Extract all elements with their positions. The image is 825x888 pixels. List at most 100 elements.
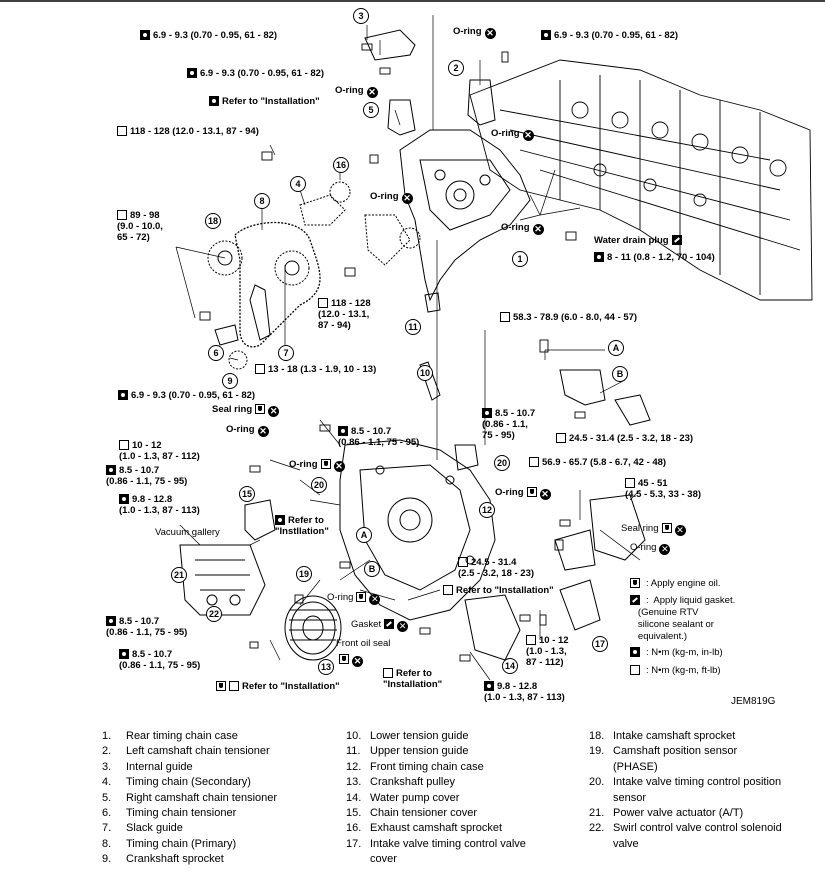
primary-chain-drawing bbox=[234, 221, 321, 348]
torque-label: 8.5 - 10.7 (0.86 - 1.1, 75 - 95) bbox=[119, 649, 200, 671]
refer-label: Refer to "Installation" bbox=[209, 96, 320, 107]
callout-9: 9 bbox=[222, 373, 238, 389]
torque-value: 58.3 - 78.9 (6.0 - 8.0, 44 - 57) bbox=[513, 312, 638, 323]
refer-label: Refer to "Instllation" bbox=[275, 515, 329, 537]
oil-seal-icons: ✕ bbox=[336, 654, 363, 667]
front-oil-seal-label: Front oil seal bbox=[336, 638, 390, 649]
parts-list-item: 10.Lower tension guide bbox=[346, 729, 526, 744]
torque-value: 10 - 12 (1.0 - 1.3, 87 - 112) bbox=[526, 635, 569, 668]
part-name: Crankshaft pulley bbox=[370, 776, 455, 789]
seal-ring-text: Seal ring bbox=[621, 523, 659, 534]
part-name: Slack guide bbox=[126, 822, 183, 835]
parts-list-item: 14.Water pump cover bbox=[346, 791, 526, 806]
oring-text: O-ring bbox=[327, 592, 354, 603]
callout-20b: 20 bbox=[311, 477, 327, 493]
part-number: 2. bbox=[102, 745, 112, 758]
torque-icon bbox=[106, 465, 116, 475]
water-drain-label: Water drain plug bbox=[594, 235, 682, 246]
torque-icon bbox=[630, 647, 640, 657]
chain-tensioner-cover-drawing bbox=[244, 499, 276, 541]
torque-label: 56.9 - 65.7 (5.8 - 6.7, 42 - 48) bbox=[529, 457, 666, 468]
torque-label: 6.9 - 9.3 (0.70 - 0.95, 61 - 82) bbox=[140, 30, 277, 41]
torque-value: 8.5 - 10.7 (0.86 - 1.1, 75 - 95) bbox=[482, 408, 536, 441]
callout-16: 16 bbox=[333, 157, 349, 173]
engine-oil-icon bbox=[356, 592, 367, 602]
replace-icon: ✕ bbox=[401, 193, 413, 204]
bolt-drawings bbox=[199, 43, 586, 662]
torque-label: 24.5 - 31.4 (2.5 - 3.2, 18 - 23) bbox=[556, 433, 693, 444]
legend-text: : N•m (kg-m, ft-lb) bbox=[646, 665, 721, 676]
torque-label: 13 - 18 (1.3 - 1.9, 10 - 13) bbox=[255, 364, 376, 375]
internal-guide-drawing bbox=[364, 29, 416, 61]
replace-icon: ✕ bbox=[397, 621, 409, 632]
oring-label: O-ring✕ bbox=[453, 26, 496, 39]
part-number: 1. bbox=[102, 730, 112, 742]
parts-list-item: 12.Front timing chain case bbox=[346, 760, 526, 775]
torque-icon bbox=[625, 478, 635, 488]
oring-label: O-ring ✕ bbox=[327, 592, 381, 605]
torque-icon bbox=[318, 298, 328, 308]
part-number: 4. bbox=[102, 776, 112, 789]
engine-oil-icon bbox=[320, 459, 331, 469]
torque-value: 24.5 - 31.4 (2.5 - 3.2, 18 - 23) bbox=[569, 433, 694, 444]
water-drain-text: Water drain plug bbox=[594, 235, 669, 246]
callout-A-top: A bbox=[608, 340, 624, 356]
callout-A-bottom: A bbox=[356, 527, 372, 543]
torque-label: 8.5 - 10.7 (0.86 - 1.1, 75 - 95) bbox=[106, 465, 187, 487]
legend-text: : Apply liquid gasket. (Genuine RTV sili… bbox=[637, 595, 736, 642]
torque-icon bbox=[541, 30, 551, 40]
part-number: 9. bbox=[102, 853, 112, 866]
part-number: 19. bbox=[589, 745, 605, 758]
symbol-legend: : Apply engine oil. : Apply liquid gaske… bbox=[630, 578, 735, 679]
figure-code: JEM819G bbox=[731, 696, 776, 707]
torque-label: 89 - 98 (9.0 - 10.0, 65 - 72) bbox=[117, 210, 163, 243]
replace-icon: ✕ bbox=[484, 28, 496, 39]
torque-icon bbox=[255, 364, 265, 374]
parts-list-item: 18. Intake camshaft sprocket bbox=[589, 729, 782, 744]
torque-icon bbox=[630, 665, 640, 675]
secondary-chain-drawing bbox=[299, 194, 346, 226]
callout-2: 2 bbox=[448, 60, 464, 76]
part-number: 18. bbox=[589, 730, 605, 742]
part-name: Right camshaft chain tensioner bbox=[126, 791, 278, 804]
torque-icon bbox=[187, 68, 197, 78]
legend-liquid-gasket: : Apply liquid gasket. (Genuine RTV sili… bbox=[630, 595, 735, 647]
torque-icon bbox=[229, 681, 239, 691]
callout-22: 22 bbox=[206, 606, 222, 622]
torque-label: 45 - 51 (4.5 - 5.3, 33 - 38) bbox=[625, 478, 701, 500]
parts-list-item: 16.Exhaust camshaft sprocket bbox=[346, 821, 526, 836]
parts-list-item: 15.Chain tensioner cover bbox=[346, 806, 526, 821]
vacuum-gallery-text: Vacuum gallery bbox=[155, 527, 220, 538]
part-name: Camshaft position sensor (PHASE) bbox=[613, 745, 738, 773]
seal-ring-label: Seal ring✕ bbox=[212, 404, 280, 417]
part-name: Crankshaft sprocket bbox=[126, 853, 224, 866]
part-name: Timing chain tensioner bbox=[126, 807, 237, 820]
replace-icon: ✕ bbox=[369, 594, 381, 605]
leader-lines bbox=[175, 15, 641, 681]
replace-icon: ✕ bbox=[333, 461, 345, 472]
part-name: Chain tensioner cover bbox=[370, 807, 478, 820]
torque-icon bbox=[443, 585, 453, 595]
refer-label: Refer to "Installation" bbox=[383, 668, 442, 690]
part-name: Power valve actuator (A/T) bbox=[613, 807, 744, 820]
parts-list-item: 22.Swirl control valve control solenoid … bbox=[589, 821, 782, 852]
oring-label: O-ring✕ bbox=[630, 542, 671, 555]
part-name: Intake camshaft sprocket bbox=[613, 730, 736, 742]
front-oil-seal-text: Front oil seal bbox=[336, 638, 391, 649]
parts-list-item: 6.Timing chain tensioner bbox=[102, 806, 277, 821]
replace-icon: ✕ bbox=[268, 406, 280, 417]
torque-icon bbox=[118, 390, 128, 400]
part-name: Exhaust camshaft sprocket bbox=[370, 822, 503, 835]
part-number: 5. bbox=[102, 791, 112, 804]
torque-label: 10 - 12 (1.0 - 1.3, 87 - 112) bbox=[119, 440, 200, 462]
engine-oil-icon bbox=[661, 523, 672, 533]
part-number: 11. bbox=[346, 745, 361, 758]
engine-oil-icon bbox=[255, 404, 266, 414]
vacuum-gallery-label: Vacuum gallery bbox=[155, 527, 220, 538]
torque-value: 56.9 - 65.7 (5.8 - 6.7, 42 - 48) bbox=[542, 457, 667, 468]
part-number: 3. bbox=[102, 760, 112, 773]
replace-icon: ✕ bbox=[522, 130, 534, 141]
engine-block-drawing bbox=[469, 59, 813, 301]
crank-pulley-drawing bbox=[284, 595, 342, 661]
oring-text: O-ring bbox=[370, 191, 399, 202]
